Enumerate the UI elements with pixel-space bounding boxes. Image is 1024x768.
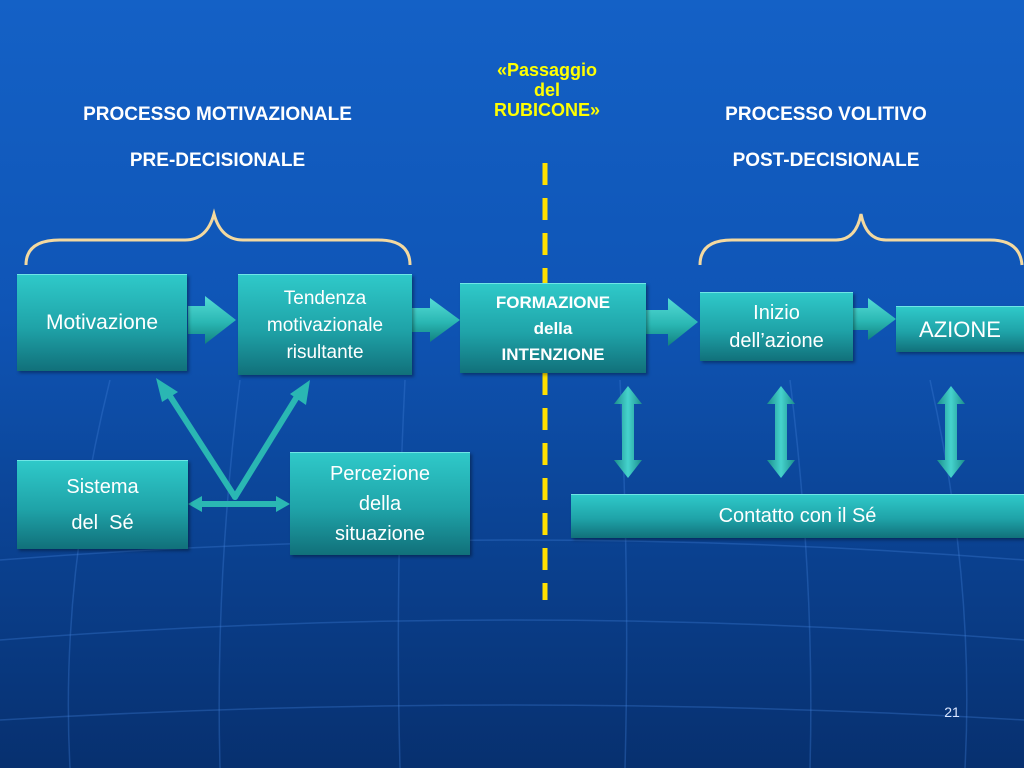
tendenza-line1: Tendenza bbox=[283, 287, 367, 309]
left-brace-icon bbox=[24, 208, 412, 266]
right-arrow-icon bbox=[852, 298, 896, 340]
tendenza-line3: risultante bbox=[286, 341, 364, 363]
tendenza-box: Tendenza motivazionale risultante bbox=[238, 274, 412, 375]
left-header-line2: PRE-DECISIONALE bbox=[129, 150, 306, 171]
sistema-line1: Sistema bbox=[66, 476, 139, 498]
inizio-box: Inizio dell’azione bbox=[700, 292, 853, 361]
right-arrow-icon bbox=[188, 296, 236, 344]
percezione-line2: della bbox=[358, 493, 402, 515]
formazione-line3: INTENZIONE bbox=[501, 344, 605, 364]
sistema-line2: del Sé bbox=[71, 512, 134, 534]
percezione-line1: Percezione bbox=[329, 463, 431, 485]
percezione-box: Percezione della situazione bbox=[290, 452, 470, 555]
rubicon-line2: del bbox=[533, 80, 560, 100]
left-arrowhead-icon bbox=[188, 496, 202, 512]
up-down-arrow-icon bbox=[767, 386, 795, 478]
up-down-arrow-icon bbox=[614, 386, 642, 478]
azione-label: AZIONE bbox=[919, 316, 1001, 342]
right-arrow-icon bbox=[412, 298, 460, 342]
right-brace-icon bbox=[698, 213, 1024, 266]
page-number: 21 bbox=[944, 704, 960, 720]
percezione-line3: situazione bbox=[334, 523, 426, 545]
connector-to-tendenza bbox=[232, 392, 301, 500]
azione-box: AZIONE bbox=[896, 306, 1024, 352]
right-arrowhead-icon bbox=[276, 496, 290, 512]
rubicon-label: «Passaggio del RUBICONE» bbox=[462, 60, 632, 120]
contatto-box: Contatto con il Sé bbox=[571, 494, 1024, 538]
up-down-arrow-icon bbox=[937, 386, 965, 478]
right-header-line2: POST-DECISIONALE bbox=[732, 150, 920, 171]
arrowhead-up-icon bbox=[156, 378, 178, 402]
formazione-line1: FORMAZIONE bbox=[495, 292, 611, 312]
motivazione-box: Motivazione bbox=[17, 274, 187, 371]
right-arrow-icon bbox=[646, 298, 698, 346]
formazione-line2: della bbox=[533, 318, 573, 338]
right-header-line1: PROCESSO VOLITIVO bbox=[725, 104, 927, 125]
contatto-label: Contatto con il Sé bbox=[718, 505, 877, 527]
motivazione-label: Motivazione bbox=[45, 311, 159, 334]
left-header-line1: PROCESSO MOTIVAZIONALE bbox=[83, 104, 352, 125]
arrowhead-up-icon bbox=[290, 380, 310, 405]
tendenza-line2: motivazionale bbox=[266, 314, 384, 336]
connector-to-motivazione bbox=[165, 390, 238, 500]
formazione-box: FORMAZIONE della INTENZIONE bbox=[460, 283, 646, 373]
rubicon-line3: RUBICONE» bbox=[493, 100, 600, 120]
inizio-line1: Inizio bbox=[753, 302, 800, 324]
rubicon-line1: «Passaggio bbox=[496, 60, 598, 80]
inizio-line2: dell’azione bbox=[729, 330, 824, 352]
sistema-box: Sistema del Sé bbox=[17, 460, 188, 549]
